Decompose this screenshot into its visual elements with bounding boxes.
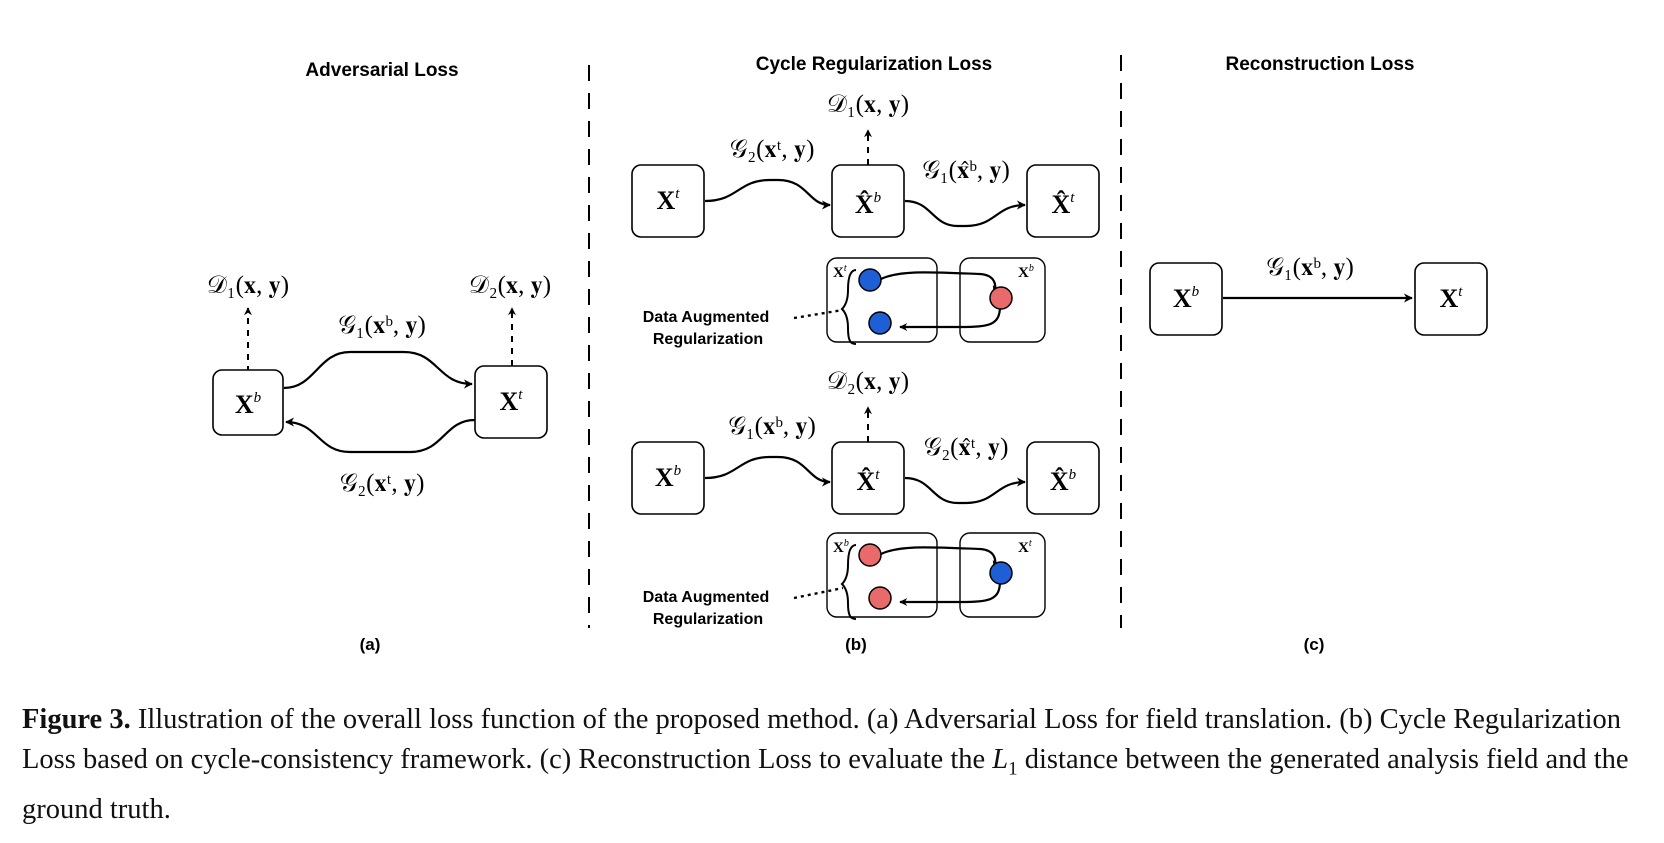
node-base: X (500, 387, 519, 416)
node-sup: b (1192, 284, 1200, 300)
discriminator-1-label-b: 𝒟₁(𝐱, 𝐲) (827, 91, 909, 118)
svg-text:Xt: Xt (657, 186, 681, 215)
loss-diagram: Adversarial Loss Cycle Regularization Lo… (207, 54, 1488, 654)
node-base: X̂ (1052, 190, 1071, 219)
svg-text:X̂t: X̂t (1052, 190, 1076, 219)
augmentation-upper: Xt Xb (826, 257, 1046, 345)
node-sup: t (1458, 284, 1463, 300)
svg-text:X̂t: X̂t (857, 467, 881, 496)
node-xb-hat-upper: X̂b (831, 164, 905, 238)
node-base: X̂ (855, 190, 874, 219)
arrow-g1-hat-upper (904, 199, 1026, 228)
generator-1-label-c: 𝒢₁(𝐱ᵇ, 𝐲) (1266, 254, 1354, 281)
caption-text-2: distance between the generated analysis … (22, 744, 1629, 825)
node-xb: Xb (212, 369, 284, 436)
panel-c: Xb Xt 𝒢₁(𝐱ᵇ, 𝐲) (c) (1149, 254, 1488, 654)
generator-2-hat-label: 𝒢₂(𝐱̂ᵗ, 𝐲) (924, 434, 1009, 461)
panel-b: 𝒟₁(𝐱, 𝐲) 𝒢₂(𝐱ᵗ, 𝐲) 𝒢₁(𝐱̂ᵇ, 𝐲) Xt X̂b X̂t… (631, 91, 1100, 654)
node-sup: b (674, 463, 682, 479)
node-base: X (1173, 284, 1192, 313)
node-base: X (657, 186, 676, 215)
augmentation-label-lower-2: Regularization (653, 611, 763, 628)
node-base: X̂ (1050, 467, 1069, 496)
node-base: X (655, 463, 674, 492)
generator-2-label-b: 𝒢₂(𝐱ᵗ, 𝐲) (730, 136, 815, 163)
svg-text:Xb: Xb (235, 390, 262, 419)
augmentation-pointer-upper (793, 308, 844, 320)
generator-1-label-b: 𝒢₁(𝐱ᵇ, 𝐲) (728, 413, 816, 440)
discriminator-2-label-b: 𝒟₂(𝐱, 𝐲) (827, 368, 909, 395)
discriminator-1-label: 𝒟₁(𝐱, 𝐲) (207, 272, 289, 299)
panel-a-label: (a) (360, 635, 381, 654)
svg-text:Xt: Xt (500, 387, 524, 416)
node-xt: Xt (474, 365, 548, 439)
svg-text:Xb: Xb (655, 463, 682, 492)
node-base: X̂ (857, 467, 876, 496)
panel-c-label: (c) (1304, 635, 1325, 654)
augmentation-label-upper-2: Regularization (653, 331, 763, 348)
augmentation-label-lower-1: Data Augmented (643, 589, 770, 606)
caption-text-1: Illustration of the overall loss functio… (22, 704, 1622, 775)
arrow-g2-backward (285, 417, 476, 454)
caption-l-subscript: 1 (1008, 758, 1018, 780)
arrow-g1-forward (283, 350, 473, 390)
arrow-g2-hat-lower (904, 476, 1026, 505)
augmentation-label-upper-1: Data Augmented (643, 309, 770, 326)
blue-dot (858, 268, 882, 292)
node-xb-hat-lower: X̂b (1026, 441, 1100, 515)
red-dot (868, 586, 892, 610)
node-sup: t (675, 186, 680, 202)
svg-text:X̂b: X̂b (1050, 467, 1077, 496)
figure-caption: Figure 3. Illustration of the overall lo… (22, 700, 1647, 830)
svg-text:X̂b: X̂b (855, 190, 882, 219)
panel-a: 𝒟₁(𝐱, 𝐲) 𝒟₂(𝐱, 𝐲) Xb Xt 𝒢₁(𝐱ᵇ, 𝐲) 𝒢₂(𝐱ᵗ,… (207, 272, 551, 654)
red-dot (989, 286, 1013, 310)
node-sup: b (254, 390, 262, 406)
generator-1-label: 𝒢₁(𝐱ᵇ, 𝐲) (338, 312, 426, 339)
svg-text:Xt: Xt (833, 263, 847, 281)
node-base: X (1440, 284, 1459, 313)
node-xt-hat-lower: X̂t (831, 441, 905, 515)
caption-l-symbol: L (992, 744, 1009, 775)
node-sup: b (874, 190, 882, 206)
figure-label: Figure 3. (22, 704, 131, 735)
node-sup: t (875, 467, 880, 483)
discriminator-2-label: 𝒟₂(𝐱, 𝐲) (469, 272, 551, 299)
panel-b-title: Cycle Regularization Loss (756, 54, 993, 75)
node-sup: b (1069, 467, 1077, 483)
svg-text:Xb: Xb (1173, 284, 1200, 313)
augmentation-lower: Xb Xt (826, 532, 1046, 620)
node-xb-c: Xb (1149, 262, 1223, 336)
panel-a-title: Adversarial Loss (305, 60, 458, 81)
svg-text:Xt: Xt (1018, 538, 1032, 556)
node-xt-hat-upper: X̂t (1026, 164, 1100, 238)
generator-2-label: 𝒢₂(𝐱ᵗ, 𝐲) (340, 470, 425, 497)
node-xt-upper: Xt (631, 164, 705, 238)
svg-text:Xt: Xt (1440, 284, 1464, 313)
node-xt-c: Xt (1414, 262, 1488, 336)
node-xb-lower: Xb (631, 441, 705, 515)
node-base: X (235, 390, 254, 419)
augmentation-pointer-lower (793, 586, 844, 600)
node-sup: t (1070, 190, 1075, 206)
blue-dot (989, 561, 1013, 585)
panel-b-label: (b) (845, 635, 867, 654)
node-sup: t (518, 387, 523, 403)
blue-dot (868, 311, 892, 335)
arrow-g2-upper (704, 178, 831, 210)
arrow-g1-lower (704, 455, 831, 487)
panel-c-title: Reconstruction Loss (1226, 54, 1415, 75)
red-dot (858, 543, 882, 567)
generator-1-hat-label: 𝒢₁(𝐱̂ᵇ, 𝐲) (922, 157, 1010, 184)
